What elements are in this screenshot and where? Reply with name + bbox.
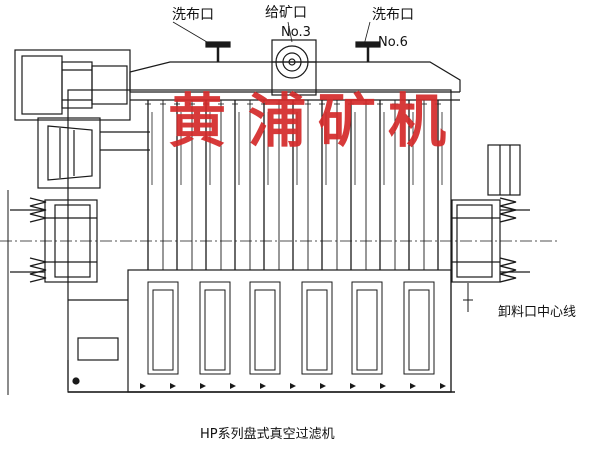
lower-channel <box>249 281 281 375</box>
lower-channel-inner <box>254 289 276 371</box>
base-arrow <box>170 383 176 389</box>
drive-motor <box>14 49 131 121</box>
base-arrow <box>350 383 356 389</box>
feed-port-box <box>271 39 317 96</box>
watermark-char-2: 浦 <box>248 87 307 155</box>
lower-channel-inner <box>408 289 430 371</box>
base-arrow <box>290 383 296 389</box>
figure-caption: HP系列盘式真空过滤机 <box>200 427 335 442</box>
base-arrow <box>410 383 416 389</box>
base-arrow <box>440 383 446 389</box>
base-arrow <box>200 383 206 389</box>
left-drain-box <box>77 337 119 361</box>
watermark-char-1: 黄 <box>168 87 227 155</box>
base-arrow <box>260 383 266 389</box>
lower-channel-inner <box>204 289 226 371</box>
wash-flange-left <box>205 41 231 48</box>
watermark-char-3: 矿 <box>318 87 377 155</box>
right-guard <box>487 144 521 196</box>
wash-flange-right <box>355 41 381 48</box>
base-arrow <box>380 383 386 389</box>
lower-channel <box>199 281 231 375</box>
base-arrow <box>320 383 326 389</box>
base-arrow <box>230 383 236 389</box>
lower-channel <box>403 281 435 375</box>
no3-label: No.3 <box>281 25 311 40</box>
gearbox <box>37 117 101 189</box>
lower-channel-inner <box>356 289 378 371</box>
left-lower-spring <box>29 257 47 283</box>
discharge-center-line-label: 卸料口中心线 <box>498 305 577 320</box>
base-arrow <box>140 383 146 389</box>
right-lower-spring <box>499 257 517 283</box>
lower-channel <box>147 281 179 375</box>
lower-channel <box>351 281 383 375</box>
lower-channel-inner <box>152 289 174 371</box>
feed-port-label: 给矿口 <box>265 5 307 21</box>
wash-port-left-label: 洗布口 <box>172 7 214 23</box>
watermark-char-4: 机 <box>388 87 447 155</box>
left-upper-spring <box>29 197 47 223</box>
lower-channel-inner <box>306 289 328 371</box>
wash-port-right-label: 洗布口 <box>372 7 414 23</box>
no6-label: No.6 <box>378 35 408 50</box>
lower-channel <box>301 281 333 375</box>
